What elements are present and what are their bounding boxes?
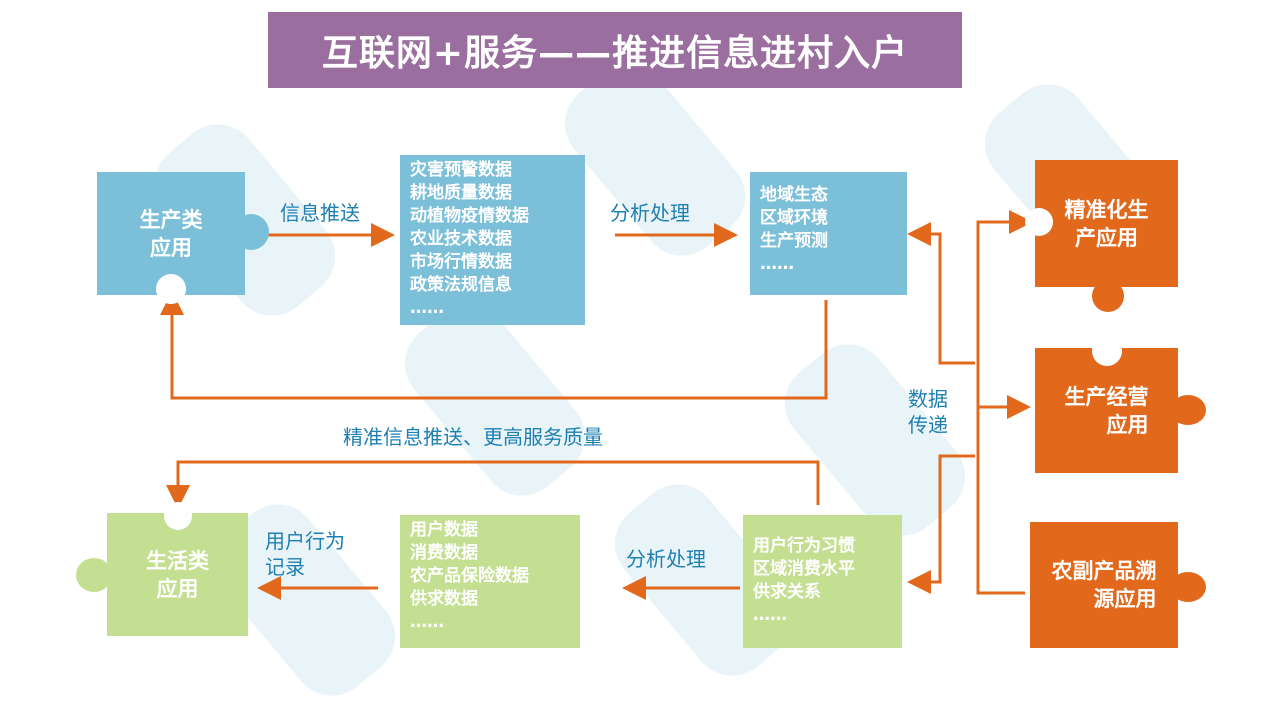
user-result-item: 区域消费水平 bbox=[753, 559, 855, 579]
arrow-to-user-result bbox=[907, 454, 975, 594]
data-list-box: 灾害预警数据 耕地质量数据 动植物疫情数据 农业技术数据 市场行情数据 政策法规… bbox=[400, 155, 585, 325]
app3-line2: 源应用 bbox=[1093, 587, 1157, 611]
app3-line1: 农副产品溯 bbox=[1051, 559, 1157, 583]
production-app-line2: 应用 bbox=[150, 235, 192, 260]
user-result-item: 供求关系 bbox=[753, 582, 821, 602]
feedback-top-loop bbox=[160, 291, 828, 400]
data-item: 灾害预警数据 bbox=[410, 160, 512, 180]
data-transfer-label: 数据 传递 bbox=[908, 386, 948, 438]
puzzle-tab bbox=[1092, 280, 1124, 312]
data-item: 政策法规信息 bbox=[410, 275, 512, 295]
puzzle-tab bbox=[1170, 395, 1206, 425]
production-operation-app: 生产经营应用 bbox=[1035, 348, 1178, 473]
data-transfer-line1: 数据 bbox=[908, 387, 948, 411]
traceability-app: 农副产品溯源应用 bbox=[1030, 522, 1178, 648]
analysis-bottom-label: 分析处理 bbox=[626, 547, 706, 571]
feedback-label: 精准信息推送、更高服务质量 bbox=[343, 425, 603, 449]
puzzle-tab bbox=[1170, 572, 1206, 602]
user-data-box: 用户数据 消费数据 农产品保险数据 供求数据 …… bbox=[400, 515, 580, 648]
record-line1: 用户行为 bbox=[265, 529, 345, 553]
precision-production-app: 精准化生产应用 bbox=[1035, 160, 1178, 287]
arrow-to-region-result bbox=[907, 222, 975, 365]
analysis-result-box: 地域生态 区域环境 生产预测 …… bbox=[750, 172, 907, 295]
data-item: 市场行情数据 bbox=[410, 252, 512, 272]
data-item: …… bbox=[410, 298, 444, 318]
result-item: …… bbox=[760, 254, 794, 274]
app2-line1: 生产经营 bbox=[1064, 384, 1149, 409]
life-app-puzzle: 生活类应用 bbox=[107, 513, 248, 636]
user-data-item: …… bbox=[410, 612, 444, 632]
data-item: 耕地质量数据 bbox=[410, 183, 512, 203]
puzzle-notch bbox=[164, 502, 192, 530]
life-app-line1: 生活类 bbox=[146, 548, 209, 573]
app1-line2: 产应用 bbox=[1075, 225, 1138, 250]
puzzle-notch bbox=[156, 274, 186, 304]
analysis-top-label: 分析处理 bbox=[610, 201, 690, 225]
puzzle-tab bbox=[233, 214, 269, 250]
user-result-box: 用户行为习惯 区域消费水平 供求关系 …… bbox=[743, 515, 902, 648]
push-label: 信息推送 bbox=[280, 201, 360, 225]
user-result-item: 用户行为习惯 bbox=[753, 536, 855, 556]
user-result-item: …… bbox=[753, 605, 787, 625]
page-title: 互联网+服务——推进信息进村入户 bbox=[268, 12, 962, 88]
user-data-item: 农产品保险数据 bbox=[410, 566, 529, 586]
result-item: 生产预测 bbox=[760, 231, 828, 251]
user-data-item: 用户数据 bbox=[410, 520, 478, 540]
puzzle-notch bbox=[1025, 208, 1053, 236]
record-line2: 记录 bbox=[265, 555, 305, 579]
record-label: 用户行为 记录 bbox=[265, 528, 345, 580]
puzzle-tab bbox=[76, 558, 112, 592]
data-transfer-line2: 传递 bbox=[908, 413, 948, 437]
user-data-item: 供求数据 bbox=[410, 589, 478, 609]
result-item: 区域环境 bbox=[760, 208, 828, 228]
app1-line1: 精准化生 bbox=[1064, 197, 1149, 222]
data-item: 动植物疫情数据 bbox=[410, 206, 529, 226]
app2-line2: 应用 bbox=[1106, 412, 1149, 437]
feedback-bottom-loop bbox=[166, 460, 820, 509]
life-app-line2: 应用 bbox=[156, 576, 199, 601]
result-item: 地域生态 bbox=[760, 185, 828, 205]
user-data-item: 消费数据 bbox=[410, 543, 478, 563]
production-app-line1: 生产类 bbox=[139, 207, 203, 232]
data-item: 农业技术数据 bbox=[410, 229, 512, 249]
puzzle-notch bbox=[1092, 336, 1122, 366]
